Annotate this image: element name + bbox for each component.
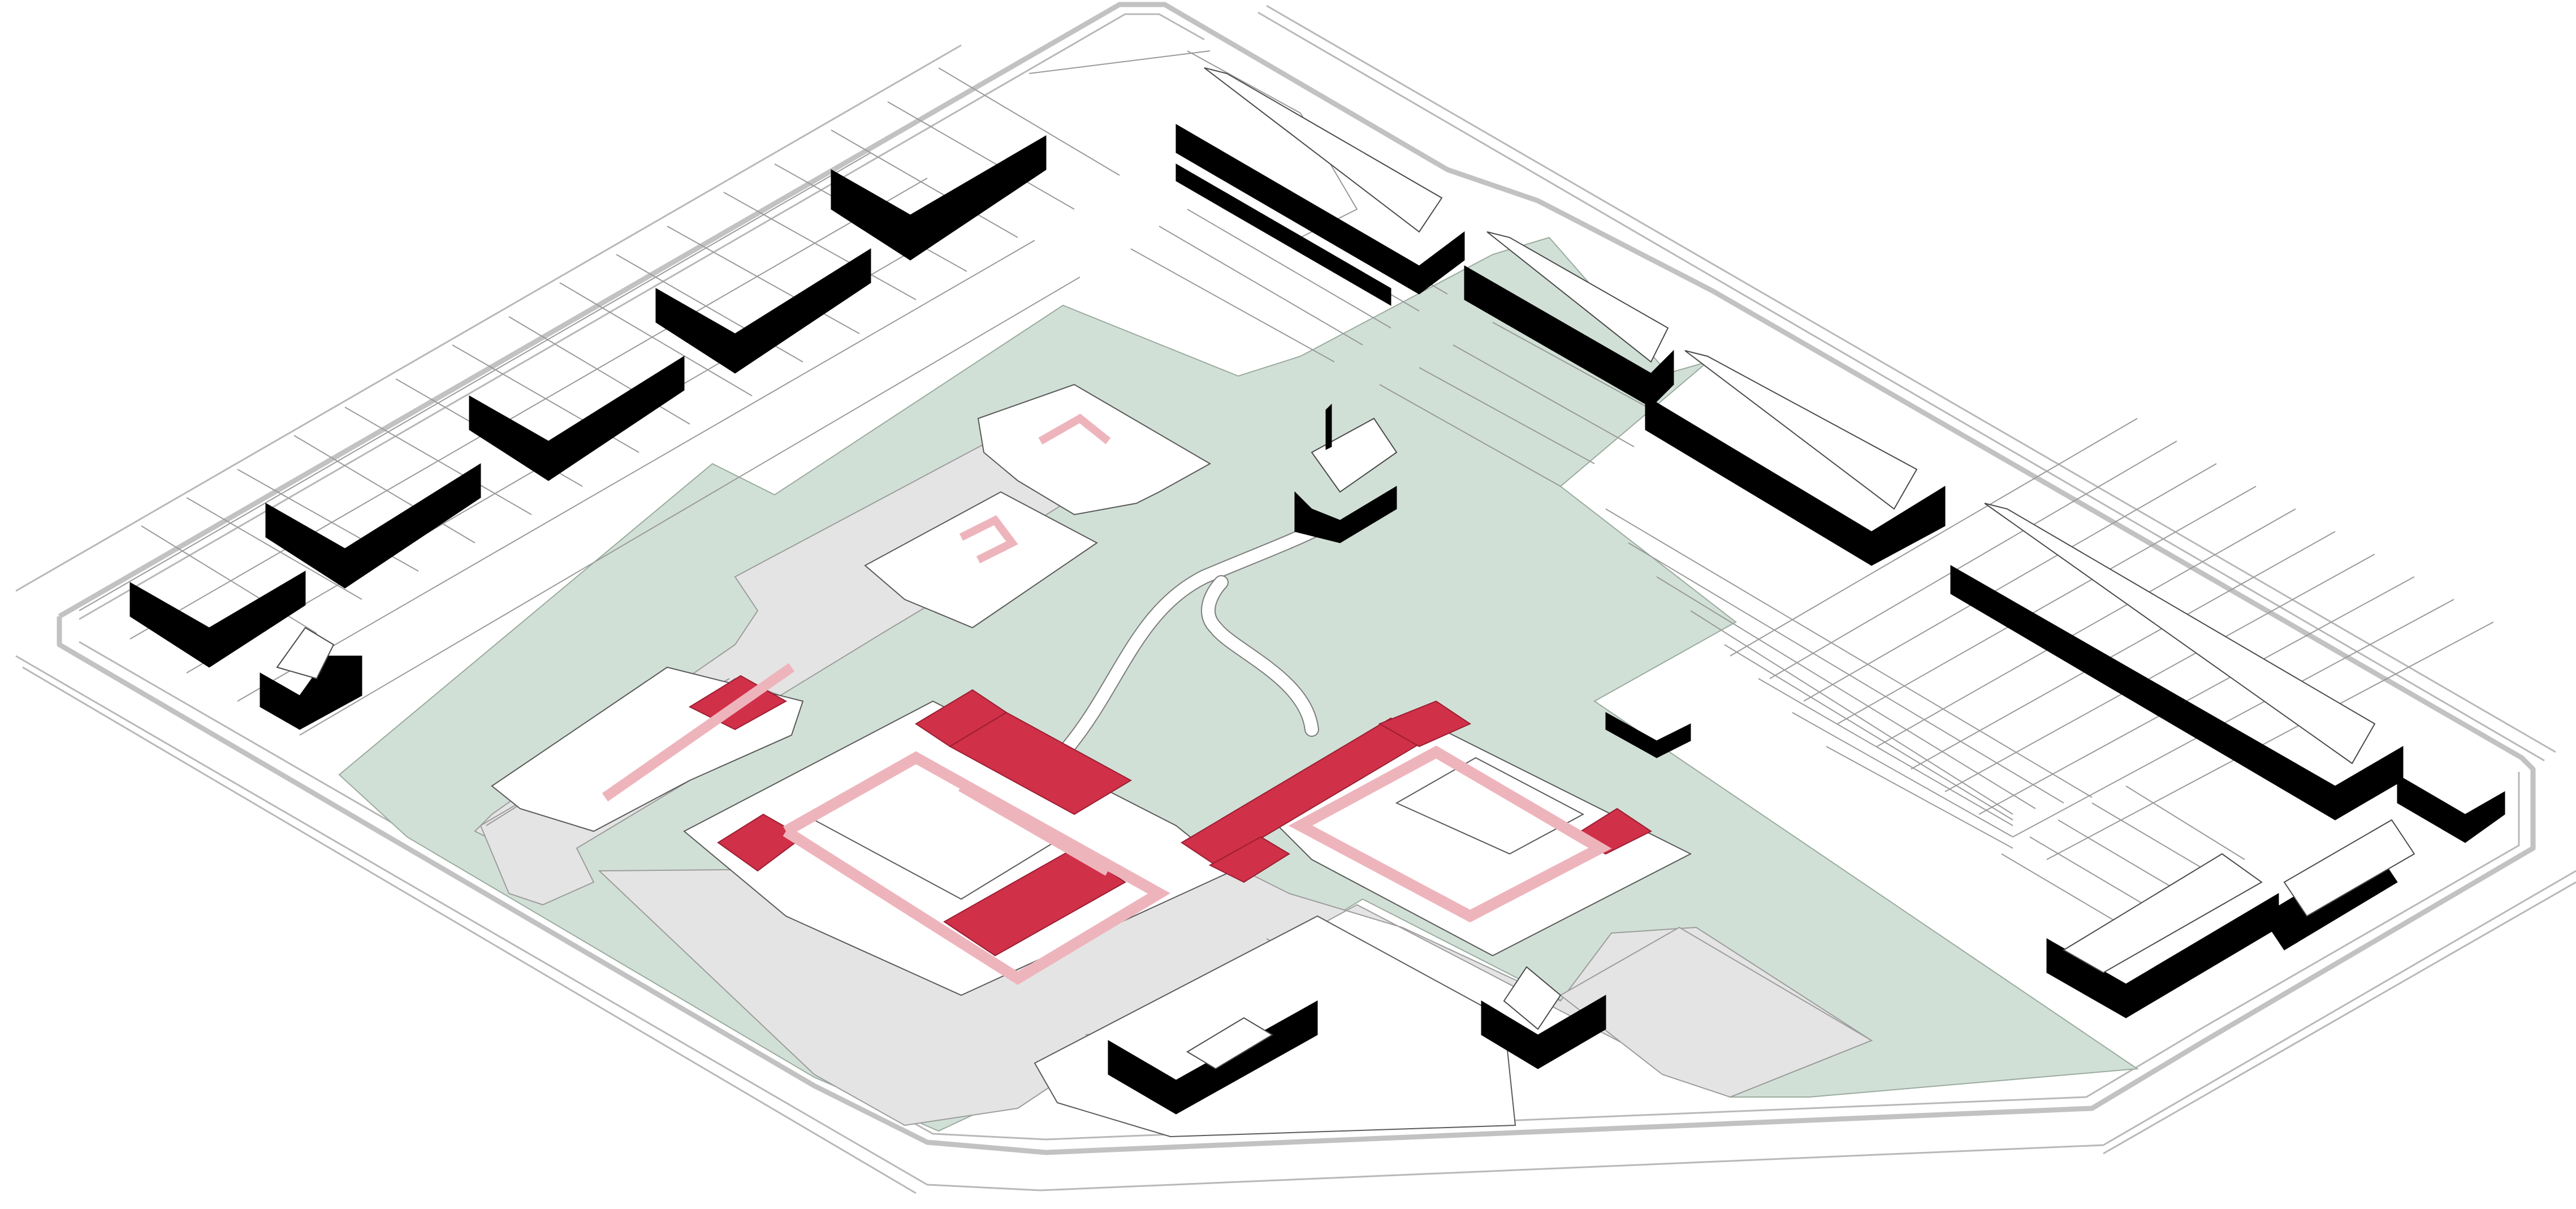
pink-corridor <box>958 781 1111 876</box>
building-volume <box>1108 1000 1318 1115</box>
building-roof <box>1684 350 1918 510</box>
pink-corridor <box>783 751 1170 985</box>
building-volume <box>655 248 871 374</box>
building-volume <box>260 655 362 730</box>
red-room <box>948 711 1133 815</box>
building-volume <box>129 571 306 668</box>
red-room <box>1208 836 1290 883</box>
building-volumes-south <box>1108 712 2415 1115</box>
building-volume <box>1645 395 1946 566</box>
building-roof <box>1311 417 1398 493</box>
pink-corridor <box>959 515 1018 564</box>
building-volume <box>1950 565 2404 821</box>
building-roof <box>1503 966 1562 1030</box>
building-roof <box>1984 503 2376 765</box>
pink-corridor <box>1038 413 1111 445</box>
building-roof <box>1204 67 1443 233</box>
building-roof <box>276 627 335 680</box>
building-volume <box>831 135 1047 261</box>
building-volumes-northeast <box>1175 67 2505 843</box>
building-volume <box>1325 403 1332 450</box>
building-volumes-west <box>129 135 1047 730</box>
building-roof <box>1186 1017 1273 1070</box>
building-volume <box>1294 486 1397 543</box>
building-volume <box>2397 774 2505 843</box>
highlighted-rooms <box>602 413 1652 985</box>
building-volume <box>1175 124 1465 306</box>
building-volume <box>1481 995 1606 1069</box>
building-roof <box>2283 819 2415 917</box>
red-room <box>943 847 1126 957</box>
building-volume <box>265 463 481 589</box>
red-room <box>1378 700 1472 748</box>
chapel-volume <box>1294 403 1398 543</box>
building-volume <box>469 356 685 481</box>
building-volume <box>2046 893 2279 1018</box>
building-volume <box>1605 712 1691 758</box>
pink-corridor <box>1288 745 1612 923</box>
building-roof <box>1486 231 1669 363</box>
building-roof <box>2063 853 2263 974</box>
pink-corridor <box>602 663 795 802</box>
garden-paths <box>1061 521 1325 754</box>
road-outlines <box>15 2 2576 1194</box>
